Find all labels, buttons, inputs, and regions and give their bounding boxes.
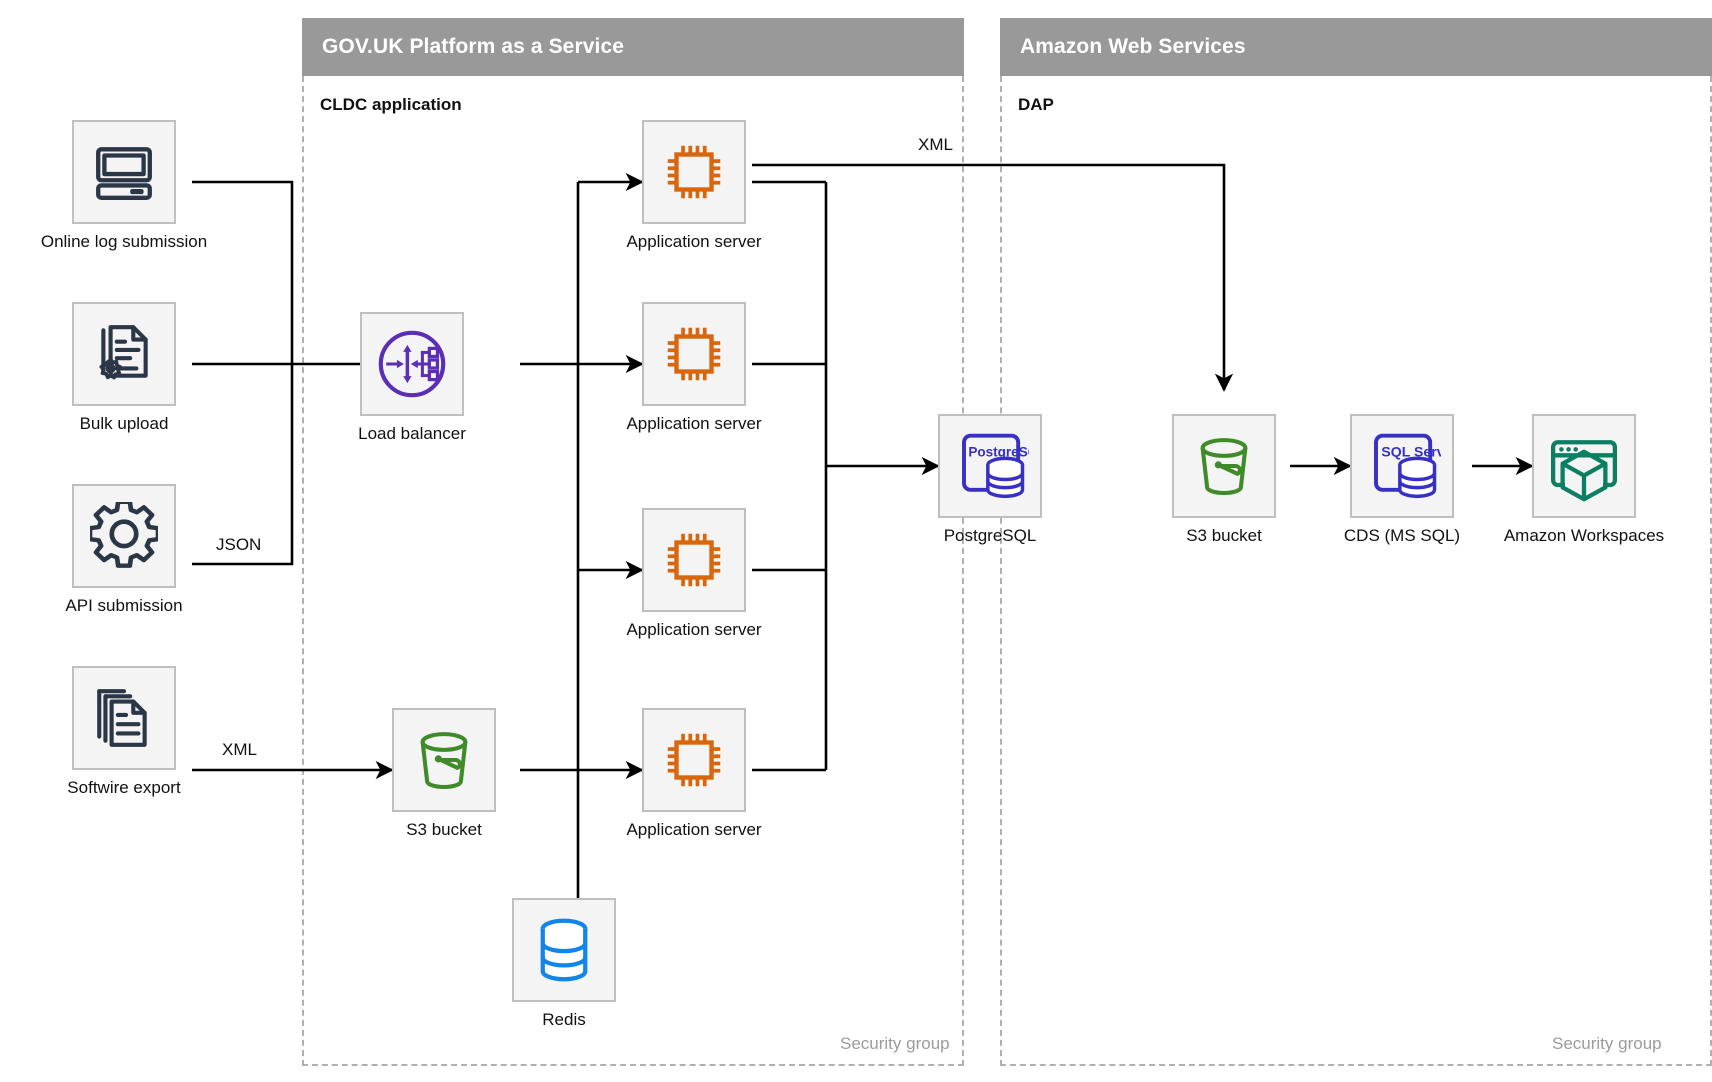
node-load-balancer[interactable]: Load balancer (358, 312, 466, 443)
cpu-chip-icon (667, 327, 721, 381)
node-label: Softwire export (67, 778, 181, 797)
node-box (642, 708, 746, 812)
node-app-server-1[interactable]: Application server (626, 120, 762, 251)
sql-server-icon-text: SQL Server (1381, 443, 1441, 459)
node-softwire-export[interactable]: Softwire export (67, 666, 181, 797)
zone-header-label-aws: Amazon Web Services (1020, 35, 1246, 58)
node-label: S3 bucket (406, 820, 482, 839)
node-box (1172, 414, 1276, 518)
cpu-chip-icon (667, 533, 721, 587)
node-s3-bucket-aws[interactable]: S3 bucket (1172, 414, 1276, 545)
node-s3-bucket-paas[interactable]: S3 bucket (392, 708, 496, 839)
security-group-label-paas: Security group (840, 1034, 950, 1053)
node-box (72, 302, 176, 406)
database-cylinder-icon (540, 918, 588, 982)
security-group-aws (1000, 76, 1712, 1066)
node-redis[interactable]: Redis (512, 898, 616, 1029)
node-label: CDS (MS SQL) (1343, 526, 1461, 545)
security-group-label-aws: Security group (1552, 1034, 1662, 1053)
edge-label-xml-softwire: XML (222, 740, 257, 759)
document-stack-icon (97, 689, 147, 747)
node-box: SQL Server (1350, 414, 1454, 518)
node-amazon-workspaces[interactable]: Amazon Workspaces (1504, 414, 1664, 545)
postgresql-icon: PostgreSQL (962, 433, 1029, 499)
node-app-server-2[interactable]: Application server (626, 302, 762, 433)
node-label: Application server (626, 820, 762, 839)
node-api-submission[interactable]: API submission (65, 484, 183, 615)
node-bulk-upload[interactable]: Bulk upload (72, 302, 176, 433)
node-label: Application server (626, 414, 762, 433)
node-label: PostgreSQL (943, 526, 1037, 545)
security-group-paas (302, 76, 964, 1066)
node-box (360, 312, 464, 416)
cpu-chip-icon (667, 145, 721, 199)
node-postgresql[interactable]: PostgreSQL PostgreSQL (938, 414, 1042, 545)
node-app-server-3[interactable]: Application server (626, 508, 762, 639)
desktop-computer-icon (96, 147, 152, 200)
node-label: Load balancer (358, 424, 466, 443)
node-label: Online log submission (40, 232, 208, 251)
edge-api-to-lb (192, 364, 294, 566)
cpu-chip-icon (667, 733, 721, 787)
node-label: Redis (542, 1010, 586, 1029)
node-label: S3 bucket (1186, 526, 1262, 545)
node-box (512, 898, 616, 1002)
edge-label-json: JSON (216, 535, 262, 554)
node-label: Application server (626, 232, 762, 251)
zone-header-label-paas: GOV.UK Platform as a Service (322, 35, 624, 58)
edge-online-log-to-lb (192, 180, 294, 364)
node-box (642, 508, 746, 612)
node-app-server-4[interactable]: Application server (626, 708, 762, 839)
node-box (72, 484, 176, 588)
gear-icon (90, 502, 158, 568)
node-label: API submission (65, 596, 183, 615)
group-title-cldc: CLDC application (320, 95, 462, 114)
postgresql-icon-text: PostgreSQL (968, 444, 1029, 459)
node-box (1532, 414, 1636, 518)
s3-bucket-icon (1200, 438, 1248, 496)
group-title-dap: DAP (1018, 95, 1054, 114)
node-box (392, 708, 496, 812)
node-box (642, 302, 746, 406)
node-label: Bulk upload (79, 414, 169, 433)
node-label: Application server (626, 620, 762, 639)
node-box (642, 120, 746, 224)
zone-header-aws: Amazon Web Services (1000, 18, 1712, 76)
s3-bucket-icon (420, 732, 468, 790)
workspaces-cube-icon (1550, 440, 1618, 502)
load-balancer-icon (378, 330, 446, 398)
node-label: Amazon Workspaces (1503, 526, 1665, 545)
zone-header-paas: GOV.UK Platform as a Service (302, 18, 964, 76)
node-box (72, 120, 176, 224)
edge-label-xml-dap: XML (918, 135, 953, 154)
node-box (72, 666, 176, 770)
document-gear-icon (99, 325, 148, 380)
edge-app1-to-s3-aws (752, 163, 1234, 392)
sql-server-icon: SQL Server (1374, 433, 1441, 499)
node-cds-ms-sql[interactable]: SQL Server CDS (MS SQL) (1344, 414, 1460, 545)
node-online-log-submission[interactable]: Online log submission (41, 120, 207, 251)
node-box: PostgreSQL (938, 414, 1042, 518)
